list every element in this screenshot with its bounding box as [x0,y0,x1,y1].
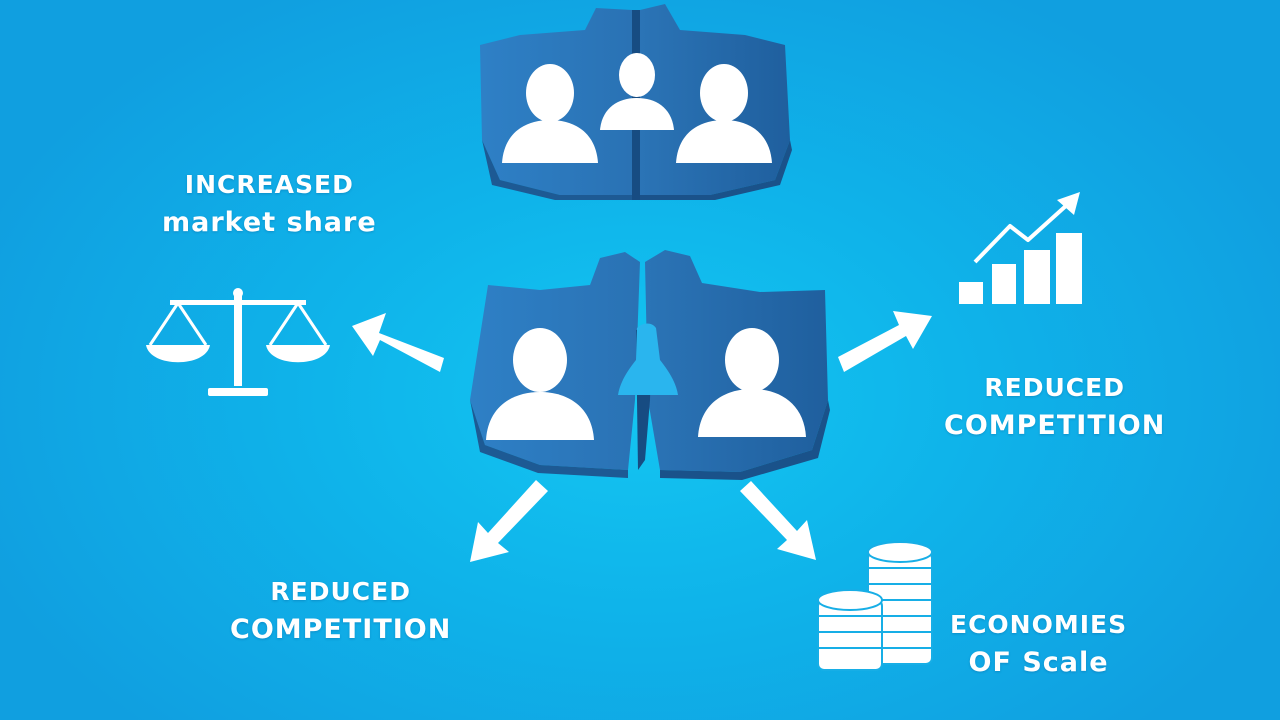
label-increased-market-share: INCREASED market share [162,166,377,242]
person-icon [698,328,806,437]
label-line1: ECONOMIES [950,610,1128,639]
label-reduced-competition-right: REDUCED COMPETITION [944,369,1165,445]
arrow-up-right [838,311,932,372]
label-economies-of-scale: ECONOMIES OF Scale [950,606,1127,682]
label-line2: OF Scale [968,647,1109,678]
scales-icon [146,288,330,396]
person-icon [486,328,594,440]
arrow-down-right [740,481,816,560]
person-icon [600,53,674,130]
person-icon [502,64,598,163]
label-line1: INCREASED [184,170,354,199]
center-shield-group [470,250,830,480]
top-shield-group [480,4,792,200]
label-line2: market share [162,207,377,238]
label-line1: REDUCED [984,373,1125,402]
person-icon [676,64,772,163]
label-line2: COMPETITION [944,410,1166,441]
label-line1: REDUCED [270,577,411,606]
label-line2: COMPETITION [230,614,452,645]
label-reduced-competition-bottom: REDUCED COMPETITION [230,573,451,649]
coin-stacks-icon [817,541,933,671]
arrow-up-left [352,313,444,372]
arrow-down-left [470,480,548,562]
growth-chart-icon [959,192,1082,304]
merge-figure-icon [618,323,678,395]
